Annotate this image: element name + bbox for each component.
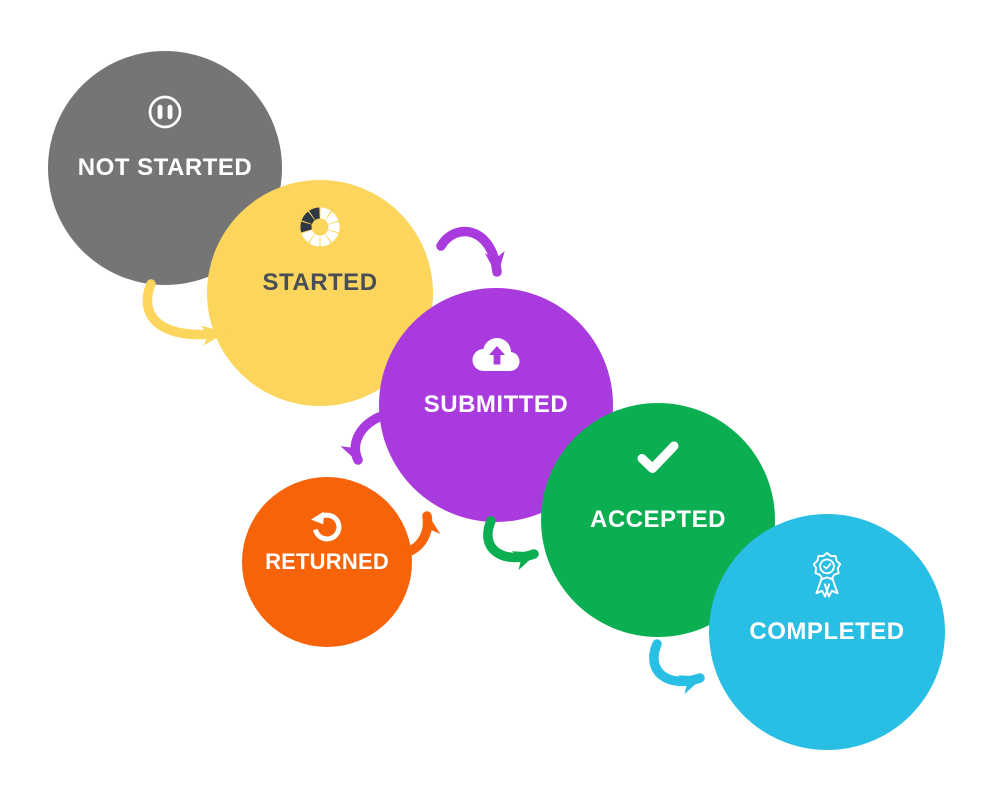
arrow-returned-to-submitted	[405, 511, 441, 556]
check-icon	[637, 441, 679, 473]
arrow-submitted-to-returned	[340, 412, 384, 465]
arrow-accepted-to-completed	[649, 639, 705, 695]
spinner-icon	[300, 207, 340, 247]
stage-not-started: NOT STARTED	[48, 51, 282, 285]
cloud-upload-icon	[472, 338, 520, 371]
stage-label: ACCEPTED	[589, 506, 726, 533]
stage-label: COMPLETED	[749, 618, 905, 645]
stage-label: NOT STARTED	[77, 154, 253, 181]
stage-label: RETURNED	[265, 549, 389, 574]
pause-icon	[148, 95, 182, 129]
stage-completed: COMPLETED	[709, 514, 945, 750]
rotate-left-icon	[311, 511, 342, 542]
stage-label: STARTED	[262, 269, 378, 296]
stage-label: SUBMITTED	[423, 391, 569, 418]
stage-returned: RETURNED	[242, 477, 412, 647]
arrow-started-to-submitted	[436, 226, 505, 277]
award-icon	[812, 551, 842, 598]
arrow-submitted-to-accepted	[483, 516, 539, 571]
